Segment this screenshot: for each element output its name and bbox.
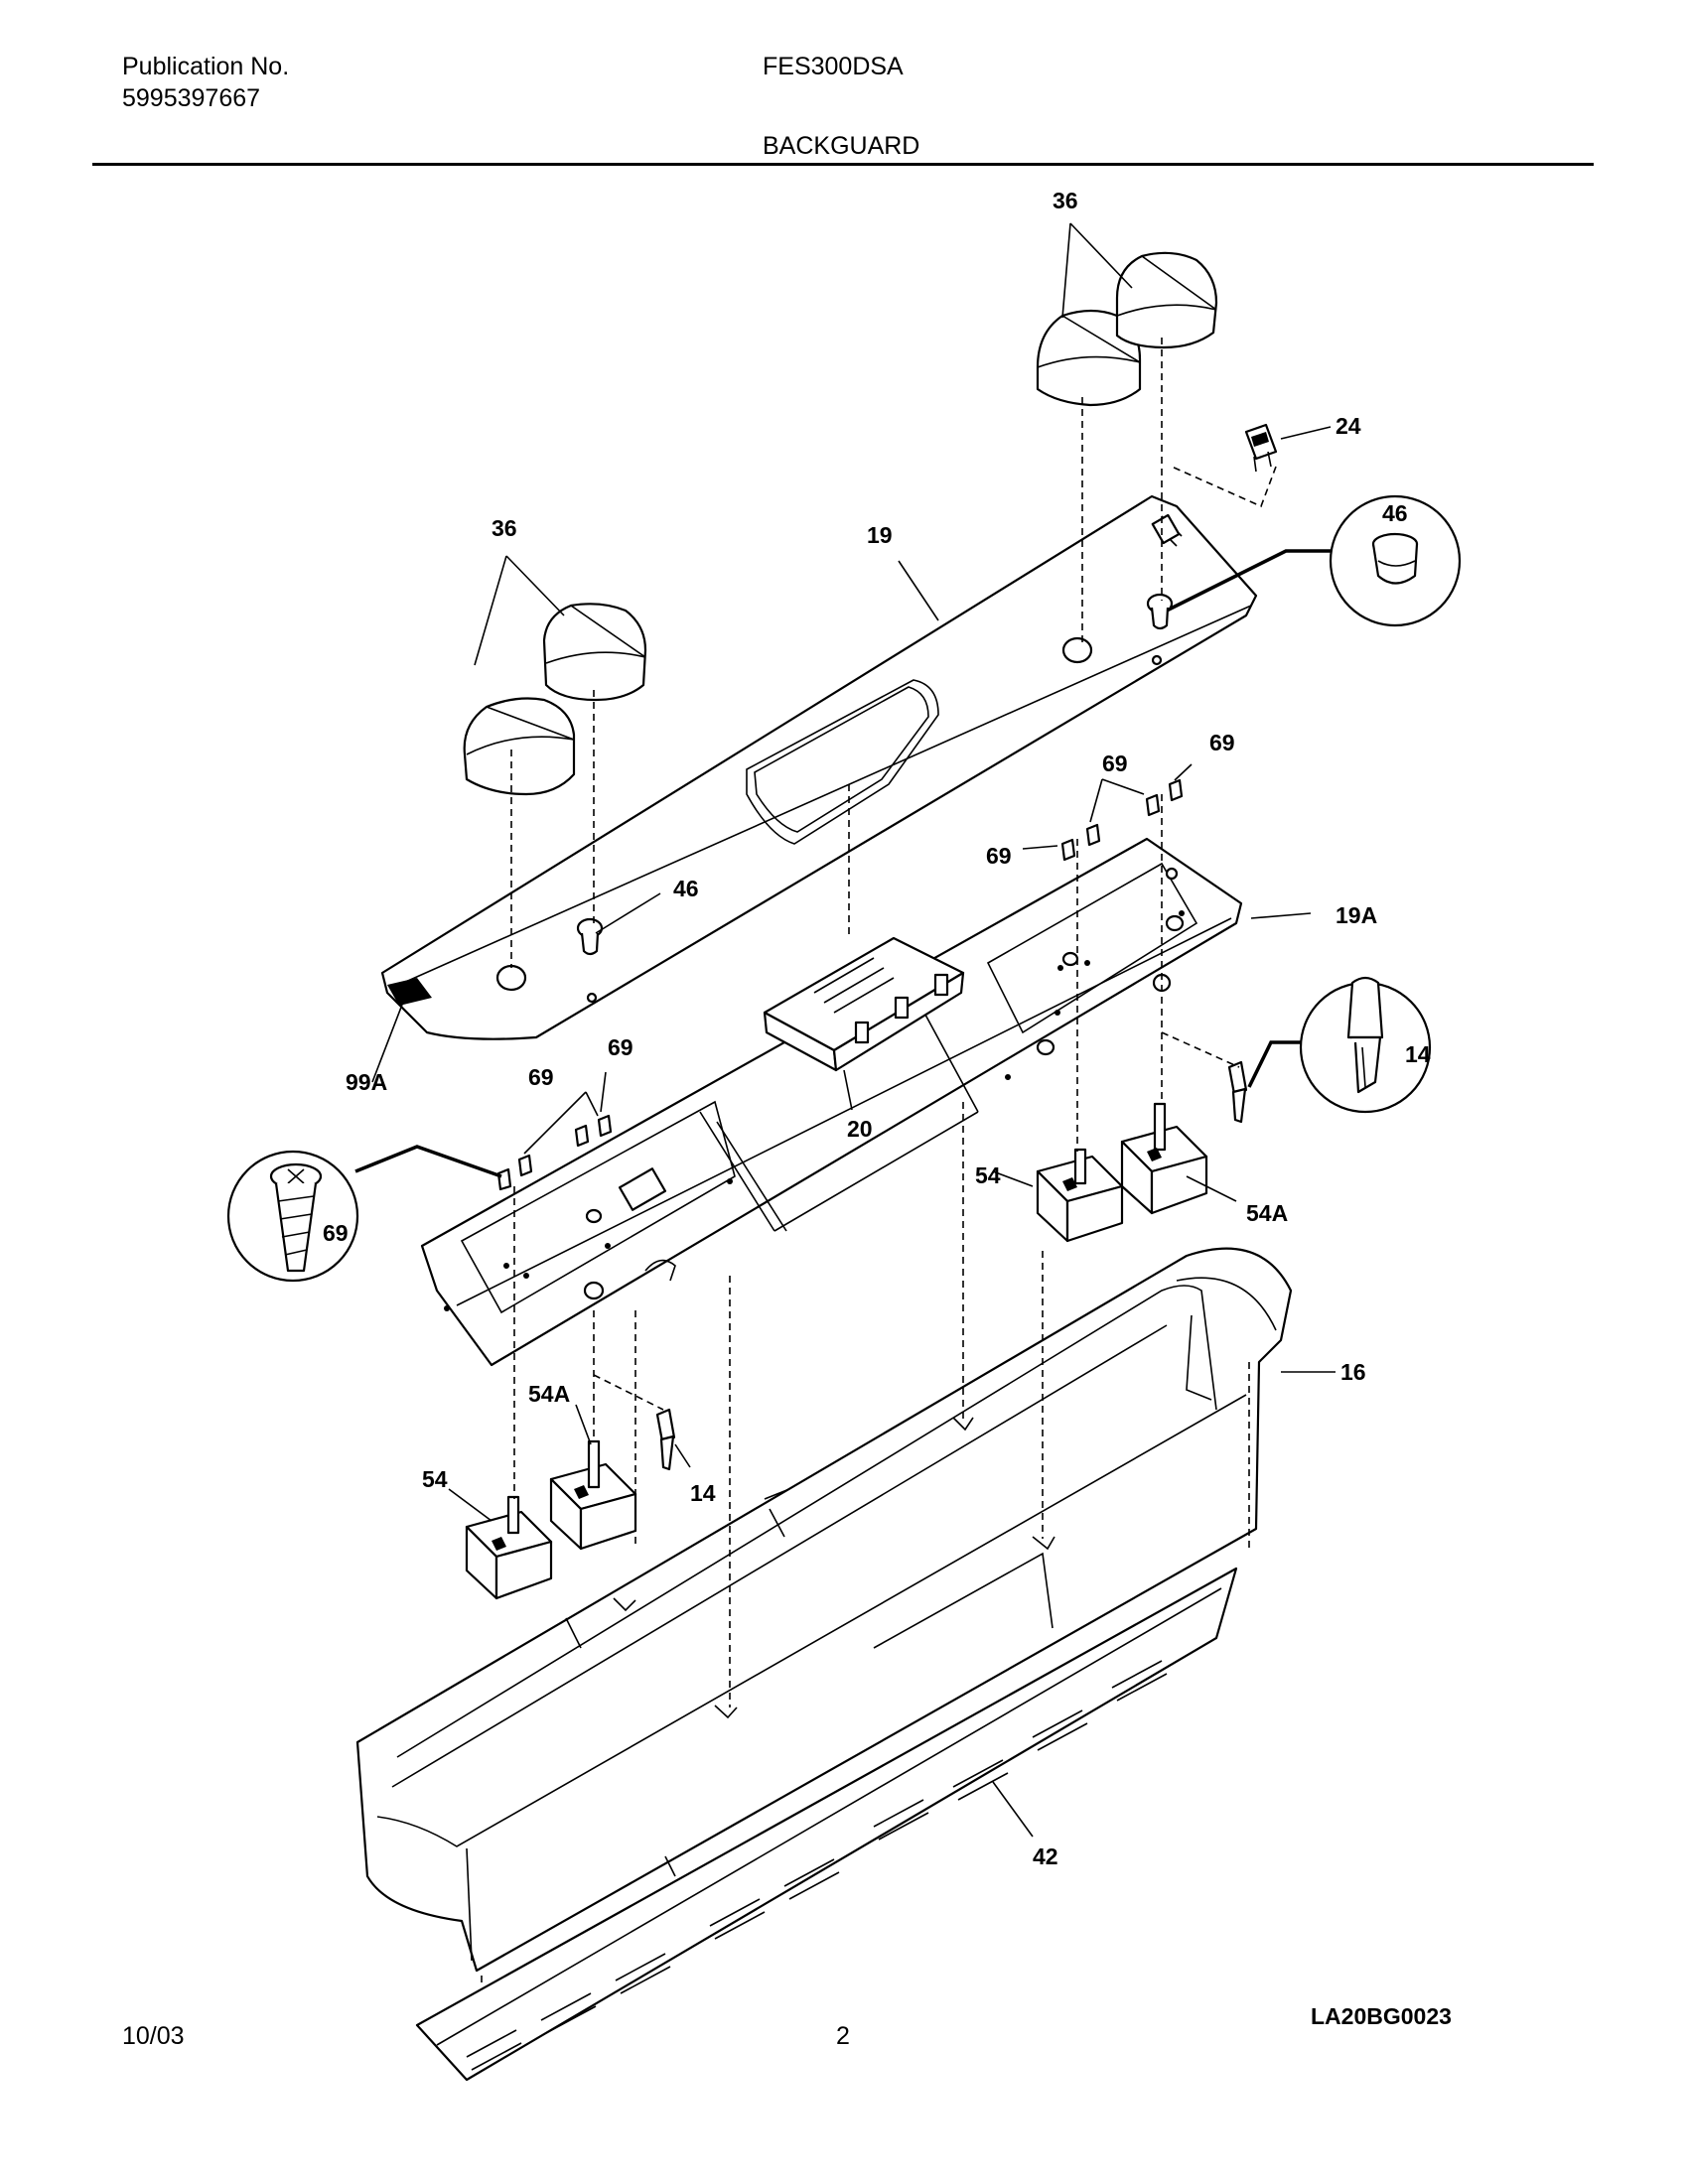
footer-date: 10/03: [122, 2022, 185, 2050]
callout-69-e: 69: [528, 1064, 554, 1090]
callout-14-detail: 14: [1405, 1041, 1431, 1067]
screw-69-detail: [226, 1145, 502, 1283]
infinite-switch-54a-right: [1120, 1102, 1237, 1215]
callout-19: 19: [867, 522, 893, 548]
callout-14: 14: [690, 1480, 716, 1506]
screws-69: [496, 763, 1193, 1191]
callout-99a: 99A: [346, 1069, 387, 1095]
section-title: BACKGUARD: [763, 132, 920, 160]
callout-16: 16: [1340, 1359, 1366, 1385]
callout-46-detail: 46: [1382, 500, 1408, 526]
infinite-switch-54a-left: [549, 1404, 637, 1551]
callout-54a-left: 54A: [528, 1381, 570, 1407]
signal-light-14-detail: [1247, 976, 1432, 1114]
vent-slots: [466, 1660, 1168, 2071]
callout-36-left: 36: [492, 515, 517, 541]
callout-labels: 36 36 24 46 46 19 19A 69 69 69 69 69 69 …: [323, 188, 1431, 1869]
callout-69-d: 69: [608, 1034, 633, 1060]
page-number: 2: [836, 2022, 850, 2050]
publication-number: 5995397667: [122, 84, 261, 112]
publication-label: Publication No.: [122, 53, 290, 80]
front-panel-19: [380, 494, 1258, 1040]
callout-19a: 19A: [1336, 902, 1377, 928]
lower-trim-panel: [415, 1552, 1238, 2082]
header-rule: [92, 163, 1594, 166]
control-plate-19a: [420, 837, 1243, 1367]
knob-insert-46-detail: [1166, 494, 1462, 627]
switch-24: [1244, 423, 1332, 473]
callout-20: 20: [847, 1116, 873, 1142]
backguard-body: [355, 1247, 1293, 1973]
assembly-dashed-lines: [481, 338, 1277, 1985]
leader-lines: [898, 560, 1336, 1838]
drawing-code: LA20BG0023: [1311, 2003, 1452, 2029]
callout-54-right: 54: [975, 1162, 1001, 1188]
knob-insert-46-small: [576, 593, 1174, 956]
callout-69-a: 69: [1209, 730, 1235, 755]
callout-24: 24: [1336, 413, 1361, 439]
infinite-switch-54-right: [1036, 1148, 1124, 1243]
callout-46: 46: [673, 876, 699, 901]
callout-54-left: 54: [422, 1466, 448, 1492]
callout-54a-right: 54A: [1246, 1200, 1288, 1226]
callout-69-b: 69: [1102, 751, 1128, 776]
callout-36-right: 36: [1053, 188, 1078, 213]
callout-69-c: 69: [986, 843, 1012, 869]
clock-module-20: [763, 936, 965, 1111]
signal-light-14-right: [1227, 1060, 1248, 1124]
signal-light-14-left: [655, 1408, 691, 1471]
knob-pair-right: [1036, 222, 1218, 407]
callout-69-detail: 69: [323, 1220, 349, 1246]
model-number: FES300DSA: [763, 53, 904, 80]
knob-pair-left: [463, 555, 647, 796]
infinite-switch-54-left: [448, 1488, 553, 1600]
callout-42: 42: [1033, 1843, 1058, 1869]
label-99a: [371, 978, 432, 1083]
